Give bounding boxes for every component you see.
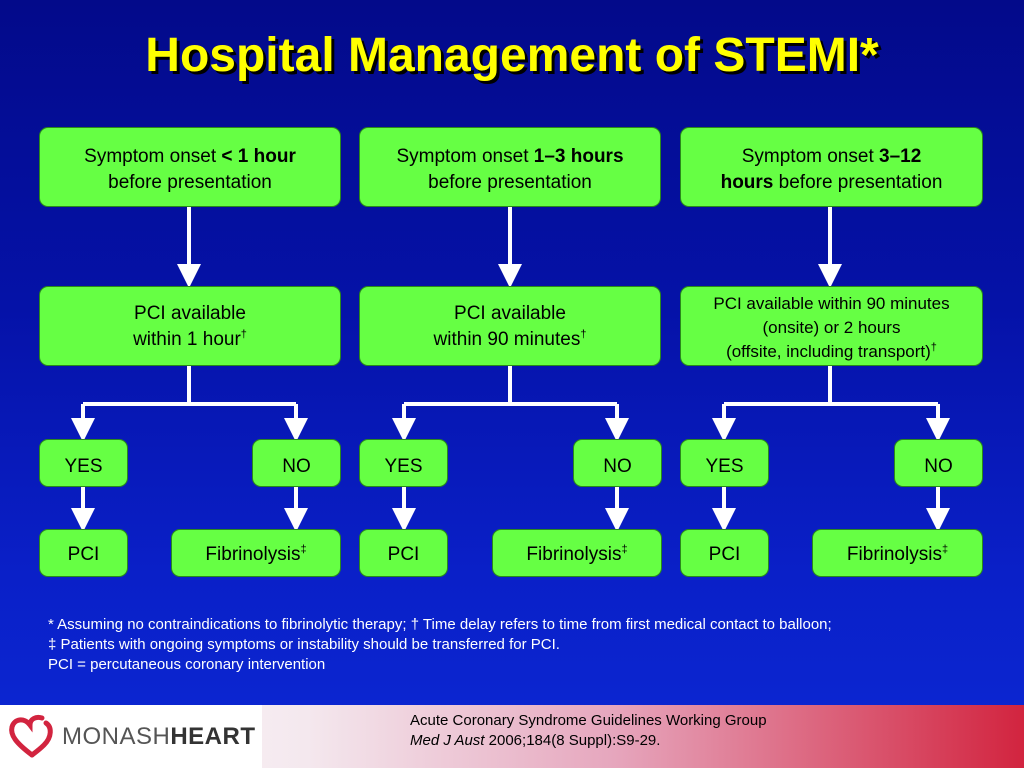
pci-availability-box-1: PCI available within 1 hour† <box>39 286 341 366</box>
onset-box-3: Symptom onset 3–12 hours before presenta… <box>680 127 983 207</box>
onset-duration: 3–12 <box>879 146 922 167</box>
fibrinolysis-box-3: Fibrinolysis‡ <box>812 529 983 577</box>
fibrinolysis-text: Fibrinolysis <box>526 544 622 565</box>
fibrinolysis-text: Fibrinolysis <box>205 544 301 565</box>
fibrinolysis-box-1: Fibrinolysis‡ <box>171 529 341 577</box>
pci-result-box-1: PCI <box>39 529 128 577</box>
pci-availability-box-2: PCI available within 90 minutes† <box>359 286 661 366</box>
footer-bar: MONASHHEART Acute Coronary Syndrome Guid… <box>0 705 1024 768</box>
pci-availability-text: PCI available <box>454 303 566 324</box>
footnotes: * Assuming no contraindications to fibri… <box>48 615 1008 675</box>
pci-result-box-2: PCI <box>359 529 448 577</box>
onset-duration: < 1 hour <box>221 146 296 167</box>
footnote-double-dagger: ‡ Patients with ongoing symptoms or inst… <box>48 636 560 653</box>
yes-box-2: YES <box>359 439 448 487</box>
logo-word-heart: HEART <box>170 722 256 750</box>
yes-box-3: YES <box>680 439 769 487</box>
heart-icon <box>9 714 53 757</box>
footnote-abbreviation: PCI = percutaneous coronary intervention <box>48 656 326 673</box>
pci-availability-text: PCI available within 90 minutes <box>713 294 950 313</box>
dagger-mark: † <box>930 341 937 354</box>
no-box-1: NO <box>252 439 341 487</box>
pci-availability-time: within 90 minutes <box>433 329 581 350</box>
page-title: Hospital Management of STEMI* <box>145 29 879 82</box>
onset-text: Symptom onset <box>741 146 879 167</box>
pci-availability-text: PCI available <box>134 303 246 324</box>
onset-box-2: Symptom onset 1–3 hours before presentat… <box>359 127 661 207</box>
reference-journal: Med J Aust <box>410 732 485 749</box>
onset-text: Symptom onset <box>84 146 222 167</box>
double-dagger-mark: ‡ <box>621 543 628 556</box>
reference-authors: Acute Coronary Syndrome Guidelines Worki… <box>410 712 767 729</box>
fibrinolysis-text: Fibrinolysis <box>846 544 942 565</box>
logo-wordmark: MONASHHEART <box>62 723 256 751</box>
reference-citation: 2006;184(8 Suppl):S9-29. <box>484 732 661 749</box>
onset-text: Symptom onset <box>396 146 534 167</box>
reference: Acute Coronary Syndrome Guidelines Worki… <box>410 711 767 751</box>
pci-availability-time: within 1 hour <box>133 329 241 350</box>
double-dagger-mark: ‡ <box>300 543 307 556</box>
yes-box-1: YES <box>39 439 128 487</box>
onset-suffix: before presentation <box>108 172 272 193</box>
monash-heart-logo: MONASHHEART <box>0 705 262 768</box>
pci-availability-onsite: (onsite) or 2 hours <box>762 318 901 337</box>
onset-duration-unit: hours <box>720 172 774 193</box>
no-box-2: NO <box>573 439 662 487</box>
footnote-asterisk: * Assuming no contraindications to fibri… <box>48 616 832 633</box>
dagger-mark: † <box>240 328 247 341</box>
onset-duration: 1–3 hours <box>533 146 624 167</box>
onset-box-1: Symptom onset < 1 hour before presentati… <box>39 127 341 207</box>
onset-suffix: before presentation <box>773 172 943 193</box>
logo-word-monash: MONASH <box>62 722 171 750</box>
onset-suffix: before presentation <box>428 172 592 193</box>
pci-result-box-3: PCI <box>680 529 769 577</box>
pci-availability-offsite: (offsite, including transport) <box>726 342 931 361</box>
dagger-mark: † <box>580 328 587 341</box>
double-dagger-mark: ‡ <box>941 543 949 556</box>
no-box-3: NO <box>894 439 983 487</box>
pci-availability-box-3: PCI available within 90 minutes (onsite)… <box>680 286 983 366</box>
fibrinolysis-box-2: Fibrinolysis‡ <box>492 529 662 577</box>
